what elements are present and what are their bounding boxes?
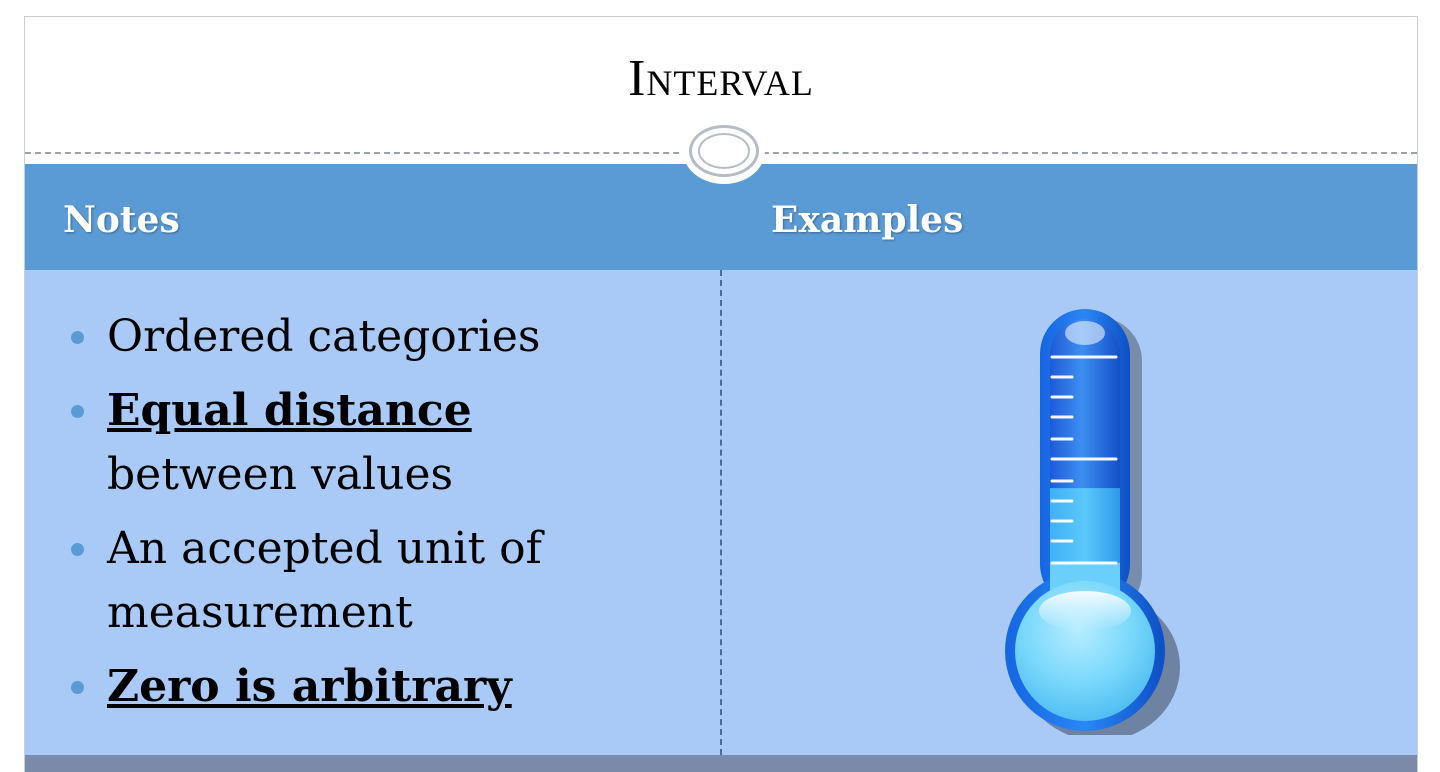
- note-continuation: measurement: [107, 587, 413, 638]
- note-text: An accepted unit of: [107, 523, 542, 574]
- list-item: An accepted unit of measurement: [65, 517, 705, 645]
- footer-band: [25, 755, 1417, 772]
- column-divider: [720, 270, 722, 755]
- note-text-bold: Zero is arbitrary: [107, 661, 512, 712]
- slide: Interval Notes Examples Ordered categori…: [24, 16, 1418, 772]
- list-item: Ordered categories: [65, 305, 705, 369]
- bullet-icon: [71, 543, 84, 556]
- bullet-icon: [71, 681, 84, 694]
- examples-heading: Examples: [771, 199, 964, 241]
- note-text-bold: Equal distance: [107, 385, 472, 436]
- slide-title: Interval: [628, 50, 814, 107]
- list-item: Equal distance between values: [65, 379, 705, 507]
- title-area: Interval: [25, 17, 1417, 154]
- bullet-icon: [71, 331, 84, 344]
- oval-ornament-icon: [683, 118, 765, 184]
- note-text: Ordered categories: [107, 311, 541, 362]
- note-continuation: between values: [107, 449, 454, 500]
- list-item: Zero is arbitrary: [65, 655, 705, 719]
- notes-heading: Notes: [63, 199, 180, 241]
- notes-list: Ordered categories Equal distance betwee…: [65, 305, 705, 729]
- bullet-icon: [71, 405, 84, 418]
- thermometer-icon: [1005, 309, 1180, 735]
